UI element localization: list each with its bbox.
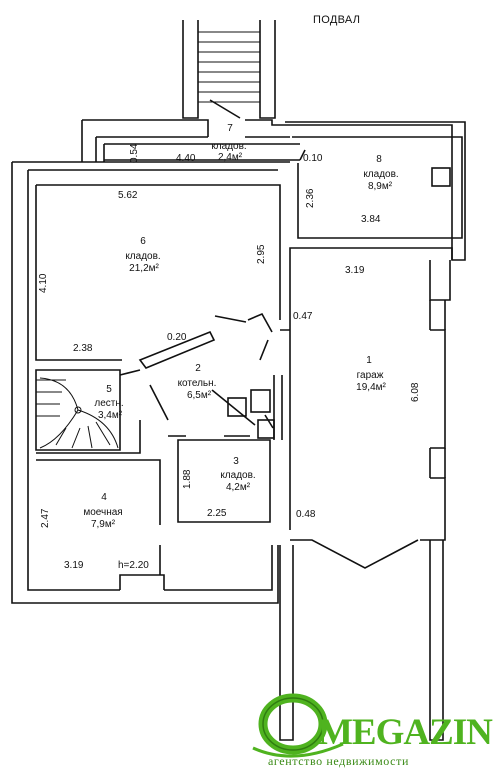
room-2-area: 6,5м² bbox=[186, 390, 212, 401]
room-8-number: 8 bbox=[376, 154, 382, 165]
dim-2-38: 2.38 bbox=[73, 343, 93, 354]
outer-walls bbox=[11, 161, 290, 604]
room-2-number: 2 bbox=[195, 363, 201, 374]
logo-name: MEGAZIN bbox=[318, 712, 493, 753]
boiler-2 bbox=[250, 389, 271, 413]
dim-6-08: 6.08 bbox=[410, 382, 421, 402]
garage-door bbox=[290, 539, 419, 569]
room-5-name: лестн. bbox=[94, 398, 124, 409]
room-5-walls bbox=[35, 369, 121, 451]
room-7-name: кладов. bbox=[211, 141, 247, 152]
dim-2-25: 2.25 bbox=[207, 508, 227, 519]
room-6-walls bbox=[35, 184, 290, 361]
room-5-area: 3,4м² bbox=[97, 410, 123, 421]
plan-title: ПОДВАЛ bbox=[313, 14, 361, 26]
room-8-area: 8,9м² bbox=[367, 181, 393, 192]
room-3-area: 4,2м² bbox=[225, 482, 251, 493]
room-3-name: кладов. bbox=[220, 470, 256, 481]
room-2-walls bbox=[138, 330, 256, 426]
boiler-1 bbox=[227, 397, 247, 417]
room-1-area: 19,4м² bbox=[356, 382, 386, 393]
room-8-name: кладов. bbox=[363, 169, 399, 180]
dim-2-36: 2.36 bbox=[305, 188, 316, 208]
room-4-walls bbox=[36, 459, 161, 575]
room-6-number: 6 bbox=[140, 236, 146, 247]
room-1-number: 1 bbox=[366, 355, 372, 366]
dim-0-10: 0.10 bbox=[303, 153, 323, 164]
dim-2-95: 2.95 bbox=[256, 244, 267, 264]
room-8-walls bbox=[292, 136, 463, 239]
dim-3-19-top: 3.19 bbox=[345, 265, 365, 276]
dim-4-40: 4.40 bbox=[176, 153, 196, 164]
room-4-area: 7,9м² bbox=[90, 519, 116, 530]
room-7-number: 7 bbox=[227, 123, 233, 134]
dim-3-19-bottom: 3.19 bbox=[64, 560, 84, 571]
dim-4-10: 4.10 bbox=[38, 273, 49, 293]
dim-1-88: 1.88 bbox=[182, 469, 193, 489]
ceiling-height: h=2.20 bbox=[118, 560, 149, 571]
boiler-3 bbox=[257, 419, 275, 439]
room-5-number: 5 bbox=[106, 384, 112, 395]
dim-2-47: 2.47 bbox=[40, 508, 51, 528]
room-4-name: моечная bbox=[83, 507, 123, 518]
room-6-name: кладов. bbox=[125, 251, 161, 262]
dim-0-20: 0.20 bbox=[167, 332, 187, 343]
dim-0-54: 0.54 bbox=[129, 143, 140, 163]
room-3-walls bbox=[177, 439, 271, 523]
room-7-walls bbox=[82, 119, 466, 261]
dim-0-47: 0.47 bbox=[293, 311, 313, 322]
logo-subtitle: агентство недвижимости bbox=[268, 754, 409, 768]
room-4-number: 4 bbox=[101, 492, 107, 503]
entrance-stair bbox=[182, 20, 276, 119]
room-6-area: 21,2м² bbox=[129, 263, 159, 274]
room-8-fixture bbox=[431, 167, 451, 187]
dim-0-48: 0.48 bbox=[296, 509, 316, 520]
logo-o-icon bbox=[252, 693, 344, 758]
dim-3-84: 3.84 bbox=[361, 214, 381, 225]
room-3-number: 3 bbox=[233, 456, 239, 467]
agency-logo bbox=[248, 686, 501, 768]
dim-5-62: 5.62 bbox=[118, 190, 138, 201]
room-1-name: гараж bbox=[356, 370, 384, 381]
room-2-name: котельн. bbox=[177, 378, 217, 389]
room-1-walls bbox=[289, 247, 453, 530]
room-7-area: 2,4м² bbox=[217, 152, 243, 163]
